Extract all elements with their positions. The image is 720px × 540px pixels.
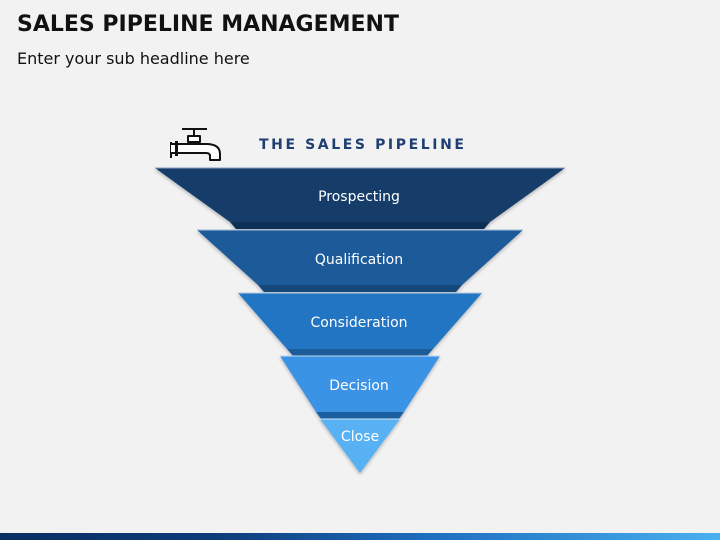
page-subtitle: Enter your sub headline here bbox=[17, 49, 250, 68]
stage-label-close: Close bbox=[341, 429, 379, 445]
funnel-stage-prospecting bbox=[155, 167, 565, 229]
page-title: SALES PIPELINE MANAGEMENT bbox=[17, 12, 399, 37]
pipeline-heading: THE SALES PIPELINE bbox=[259, 137, 467, 153]
funnel-stage-decision bbox=[280, 355, 440, 419]
stage-label-prospecting: Prospecting bbox=[318, 189, 400, 205]
stage-label-decision: Decision bbox=[329, 378, 389, 394]
water-tap-icon bbox=[170, 128, 221, 161]
stage-label-consideration: Consideration bbox=[310, 315, 407, 331]
funnel-stage-consideration bbox=[238, 292, 482, 356]
stage-label-qualification: Qualification bbox=[315, 252, 403, 268]
funnel-stage-close bbox=[320, 418, 400, 473]
footer-bar bbox=[0, 533, 720, 540]
funnel-stage-qualification bbox=[197, 229, 523, 292]
